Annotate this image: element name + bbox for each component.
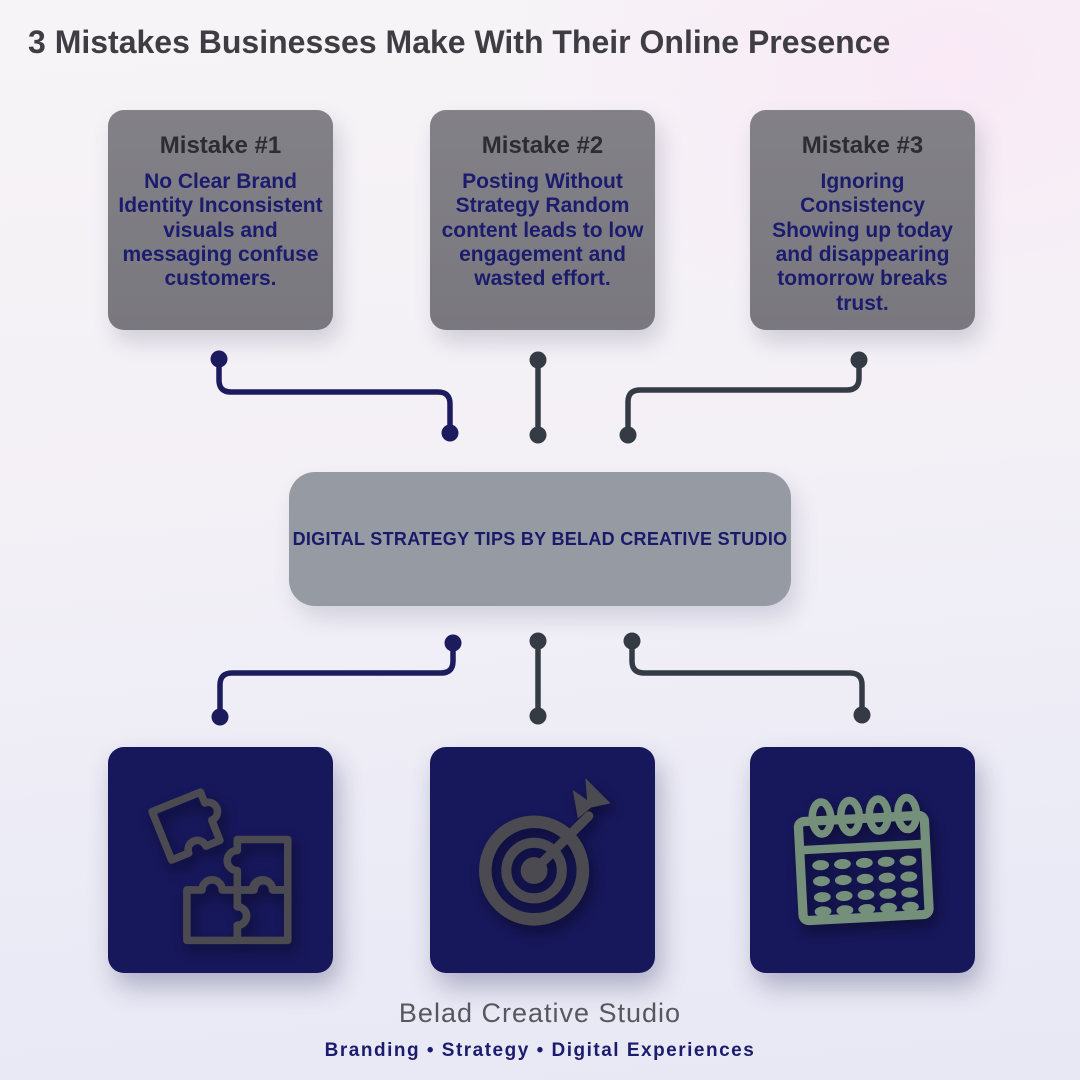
mistake-1-heading: Mistake #1 [159,132,282,159]
mistake-3-box: Mistake #3 Ignoring Consistency Showing … [750,110,975,330]
connector-dot [210,350,228,368]
connector-dot [529,707,547,725]
connector-line [216,356,453,431]
connector-dot [850,351,868,369]
footer-tagline: Branding • Strategy • Digital Experience… [324,1040,756,1061]
calendar-icon [793,793,934,925]
mistake-2-box: Mistake #2 Posting Without Strategy Rand… [430,110,655,330]
connector-dot [529,351,547,369]
connector-line [629,638,865,713]
connector-line [625,357,862,433]
mistake-1-box: Mistake #1 No Clear Brand Identity Incon… [108,110,333,330]
connector-dot [211,708,229,726]
bottom-box-strategy [430,747,655,973]
connector-dot [623,632,641,650]
mistake-3-heading: Mistake #3 [801,132,924,159]
center-strategy-label: DIGITAL STRATEGY TIPS BY BELAD CREATIVE … [292,528,788,549]
connector-top-left [210,350,459,442]
mistake-1-body: No Clear Brand Identity Inconsistent vis… [118,170,323,291]
connector-bottom-right [623,632,871,724]
connector-dot [853,706,871,724]
page-title: 3 Mistakes Businesses Make With Their On… [28,24,891,60]
center-strategy-box: DIGITAL STRATEGY TIPS BY BELAD CREATIVE … [289,472,791,606]
connector-bottom-left [211,634,462,726]
connector-dot [444,634,462,652]
target-icon [479,777,611,926]
puzzle-icon [148,787,292,944]
mistake-2-heading: Mistake #2 [481,132,604,159]
connector-top-middle [529,351,547,444]
bottom-box-consistency [750,747,975,973]
bottom-box-branding [108,747,333,973]
connector-bottom-middle [529,632,547,725]
connector-top-right [619,351,868,444]
mistake-2-body: Posting Without Strategy Random content … [441,170,644,291]
connector-dot [529,426,547,444]
connector-line [217,640,456,715]
footer-studio-name: Belad Creative Studio [398,998,682,1028]
connector-dot [441,424,459,442]
connector-dot [529,632,547,650]
mistake-3-body: Ignoring Consistency Showing up today an… [772,170,953,315]
connector-dot [619,426,637,444]
